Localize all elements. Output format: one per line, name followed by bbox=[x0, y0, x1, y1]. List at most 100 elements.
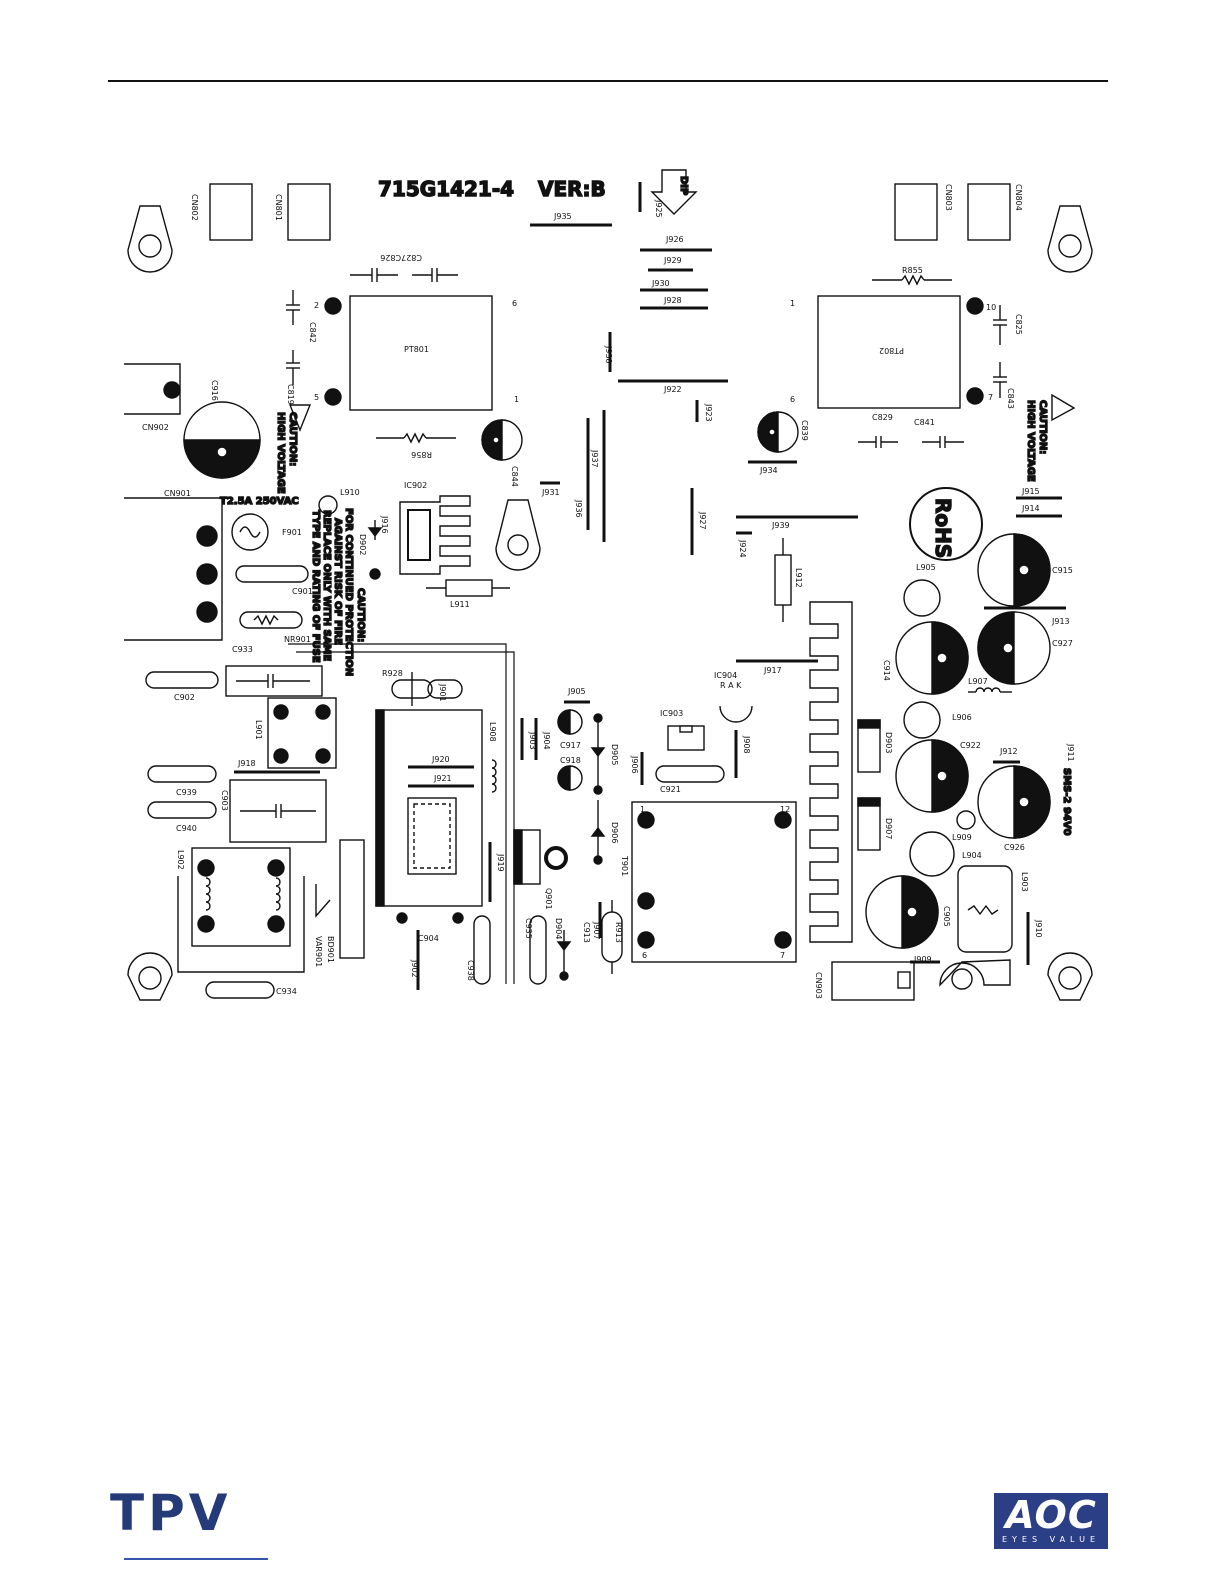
label-j938: J938 bbox=[604, 345, 613, 364]
cn801-connector bbox=[287, 183, 331, 241]
ic902-heatsink bbox=[399, 495, 471, 575]
pin-pt801-5: 5 bbox=[314, 393, 319, 402]
l907-coil bbox=[968, 687, 1012, 693]
label-cn804: CN804 bbox=[1014, 184, 1023, 211]
hv-right-line2: HIGH VOLTAGE bbox=[1025, 400, 1036, 482]
pin-t901-1: 1 bbox=[640, 805, 645, 814]
c839-capacitor bbox=[757, 411, 799, 453]
mounting-hole-tl bbox=[127, 205, 173, 273]
label-f901: F901 bbox=[282, 528, 302, 537]
label-c940: C940 bbox=[176, 824, 197, 833]
board-version: VER:B bbox=[538, 177, 606, 201]
c829-c841-caps bbox=[858, 436, 964, 448]
label-cn903: CN903 bbox=[814, 972, 823, 999]
fuse-caution-line5: TYPE AND RATING OF FUSE bbox=[310, 510, 321, 663]
hv-warning-icon-left bbox=[288, 404, 312, 432]
label-d905: D905 bbox=[610, 744, 619, 765]
label-j927: J927 bbox=[698, 511, 707, 530]
label-c839: C839 bbox=[800, 420, 809, 441]
aoc-tagline: EYES VALUE bbox=[1001, 1535, 1101, 1544]
main-transformer-left bbox=[375, 709, 483, 907]
label-l912: L912 bbox=[794, 568, 803, 588]
cn804-connector bbox=[967, 183, 1011, 241]
label-d906: D906 bbox=[610, 822, 619, 843]
label-l904: L904 bbox=[962, 851, 982, 860]
c940-capacitor bbox=[147, 801, 217, 819]
pin-pt801-2: 2 bbox=[314, 301, 319, 310]
label-j921: J921 bbox=[433, 774, 452, 783]
label-c904: C904 bbox=[418, 934, 439, 943]
d905-diode bbox=[590, 713, 606, 795]
c926-capacitor bbox=[977, 765, 1051, 839]
label-j912: J912 bbox=[999, 747, 1018, 756]
cn901-connector bbox=[124, 497, 223, 641]
bd901-bridge bbox=[339, 839, 365, 959]
l910-coil bbox=[318, 495, 338, 515]
c905-capacitor bbox=[865, 875, 939, 949]
c904-capacitor bbox=[396, 912, 464, 924]
c934-capacitor bbox=[205, 981, 275, 999]
label-pt802: PT802 bbox=[879, 346, 904, 355]
hv-left-line1: CAUTION: bbox=[287, 412, 298, 466]
label-c843: C843 bbox=[1006, 388, 1015, 409]
label-ic904-pins: R A K bbox=[720, 681, 742, 690]
rohs-mark bbox=[909, 487, 983, 561]
ul-mark: SMS-2 94V0 bbox=[1061, 768, 1072, 836]
label-ic903: IC903 bbox=[660, 709, 683, 718]
label-d903: D903 bbox=[884, 732, 893, 753]
t901-transformer bbox=[631, 801, 797, 963]
label-pt801: PT801 bbox=[404, 345, 429, 354]
r856-resistor bbox=[376, 432, 456, 444]
label-l907: L907 bbox=[968, 677, 988, 686]
label-var901: VAR901 bbox=[314, 936, 323, 967]
label-cn803: CN803 bbox=[944, 184, 953, 211]
header-rule bbox=[108, 80, 1108, 82]
label-cn901: CN901 bbox=[164, 489, 191, 498]
label-c922: C922 bbox=[960, 741, 981, 750]
var901-varistor bbox=[315, 884, 331, 918]
label-j918: J918 bbox=[237, 759, 256, 768]
tpv-logo: TPV bbox=[110, 1484, 232, 1542]
label-j905: J905 bbox=[567, 687, 586, 696]
label-j911: J911 bbox=[1066, 743, 1075, 762]
r928-resistor bbox=[391, 672, 463, 706]
label-c927: C927 bbox=[1052, 639, 1073, 648]
label-d902: D902 bbox=[358, 534, 367, 555]
c902-capacitor bbox=[145, 671, 219, 689]
pt801-transformer bbox=[349, 295, 493, 411]
label-j917: J917 bbox=[763, 666, 782, 675]
label-j915: J915 bbox=[1021, 487, 1040, 496]
pt802-transformer bbox=[817, 295, 961, 409]
fuse-rating: T2.5A 250VAC bbox=[220, 496, 299, 507]
label-j910: J910 bbox=[1034, 919, 1043, 938]
l908-coil bbox=[491, 759, 497, 793]
label-ic904: IC904 bbox=[714, 671, 737, 680]
cn802-connector bbox=[209, 183, 253, 241]
label-r855: R855 bbox=[902, 266, 923, 275]
label-j934: J934 bbox=[759, 466, 778, 475]
label-q901: Q901 bbox=[544, 888, 553, 910]
aoc-logo: AOC EYES VALUE bbox=[994, 1493, 1108, 1549]
label-j920: J920 bbox=[431, 755, 450, 764]
label-j913: J913 bbox=[1051, 617, 1070, 626]
c938-capacitor bbox=[473, 915, 491, 985]
c916-capacitor bbox=[183, 401, 261, 479]
label-j929: J929 bbox=[663, 256, 682, 265]
label-c819: C819 bbox=[286, 384, 295, 405]
c933-capacitor bbox=[225, 665, 323, 697]
c917-capacitor bbox=[557, 709, 583, 735]
label-j907: J907 bbox=[592, 921, 601, 940]
c939-capacitor bbox=[147, 765, 217, 783]
label-j928: J928 bbox=[663, 296, 682, 305]
label-j922: J922 bbox=[663, 385, 682, 394]
label-l906: L906 bbox=[952, 713, 972, 722]
label-j914: J914 bbox=[1021, 504, 1040, 513]
l904-coil bbox=[909, 831, 955, 877]
nr901-thermistor bbox=[239, 611, 303, 629]
label-ic902: IC902 bbox=[404, 481, 427, 490]
hv-warning-icon-right bbox=[1051, 393, 1076, 422]
l902-choke bbox=[191, 847, 291, 947]
dip-arrow-icon bbox=[650, 169, 698, 215]
rohs-text: RoHS bbox=[931, 498, 955, 558]
label-c844: C844 bbox=[510, 466, 519, 487]
